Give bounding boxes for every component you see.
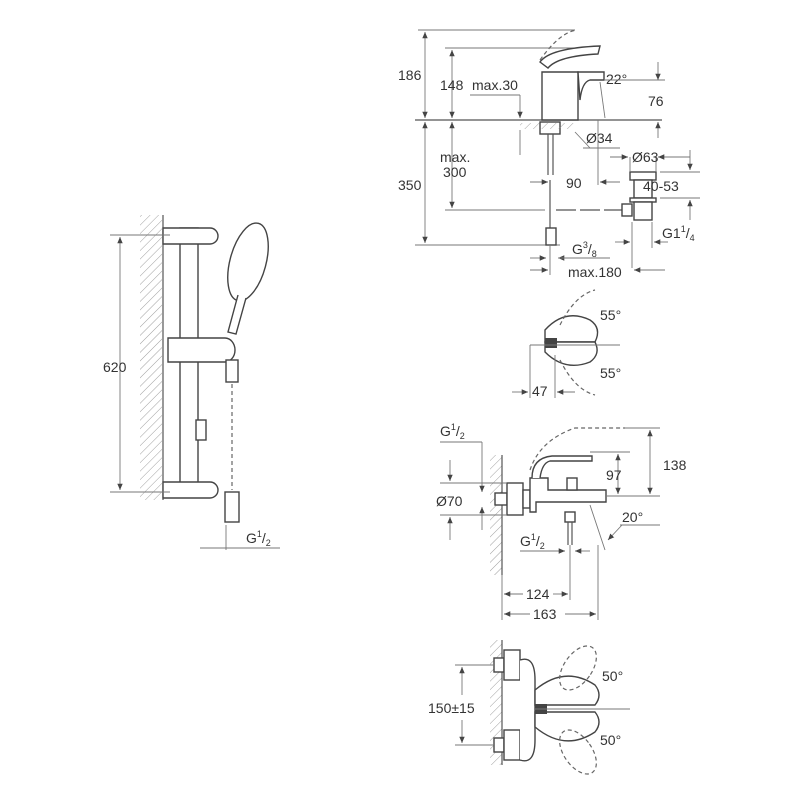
- bath-body: [529, 477, 607, 513]
- waste-thread: G11/4: [662, 224, 695, 243]
- lever: [539, 45, 601, 69]
- inlet-thread: G1/2: [440, 422, 465, 441]
- dim-138: 138: [663, 457, 687, 473]
- angle-50-upper: 50°: [602, 668, 623, 684]
- basin-mixer-side-view: 186 148 max.30 350 max. 300 22° 76 Ø34 9…: [398, 29, 700, 280]
- dim-620: 620: [103, 359, 127, 375]
- shower-connection-thread: G1/2: [246, 529, 271, 548]
- angle-20-deg: 20°: [622, 509, 643, 525]
- bath-body-top: [519, 658, 536, 762]
- dim-150-15: 150±15: [428, 700, 475, 716]
- mixer-body: [541, 71, 579, 121]
- rosette: [506, 482, 524, 516]
- outlet-thread: G1/2: [520, 532, 545, 551]
- dim-max-label: max.: [440, 149, 470, 165]
- dim-163: 163: [533, 606, 557, 622]
- supply-thread: G3/8: [572, 240, 597, 259]
- bath-lever-top: [534, 711, 600, 742]
- lever-top: [544, 315, 599, 343]
- hand-shower-head: [227, 222, 269, 302]
- dim-40-53: 40-53: [643, 178, 679, 194]
- rail-bracket-bottom: [162, 481, 219, 499]
- dim-diameter-63: Ø63: [632, 149, 659, 165]
- dim-90: 90: [566, 175, 582, 191]
- shower-rail-set: 620 G1/2: [103, 215, 280, 550]
- dim-76: 76: [648, 93, 664, 109]
- basin-mixer-top-view: 47 55° 55°: [512, 289, 621, 399]
- angle-55-lower: 55°: [600, 365, 621, 381]
- dim-max-30: max.30: [472, 77, 518, 93]
- dim-124: 124: [526, 586, 550, 602]
- hose-connector: [224, 491, 240, 523]
- bath-lever: [531, 455, 593, 479]
- dim-97: 97: [606, 467, 622, 483]
- dim-diameter-70: Ø70: [436, 493, 463, 509]
- angle-55-upper: 55°: [600, 307, 621, 323]
- wall-hatch: [140, 215, 162, 500]
- dim-max-180: max.180: [568, 264, 622, 280]
- hand-shower-handle: [227, 294, 247, 335]
- dim-186: 186: [398, 67, 422, 83]
- rail-bracket-top: [162, 227, 219, 245]
- angle-50-lower: 50°: [600, 732, 621, 748]
- slider: [167, 337, 236, 363]
- bath-mixer-side-view: G1/2 Ø70 97 138 20° G1/2 124 163: [436, 422, 687, 622]
- spout: [577, 71, 605, 101]
- dim-diameter-34: Ø34: [586, 130, 613, 146]
- dim-47: 47: [532, 383, 548, 399]
- dim-148: 148: [440, 77, 464, 93]
- dim-350: 350: [398, 177, 422, 193]
- dim-22-deg: 22°: [606, 71, 627, 87]
- bath-mixer-top-view: 150±15 50° 50°: [428, 640, 630, 775]
- dim-300: 300: [443, 164, 467, 180]
